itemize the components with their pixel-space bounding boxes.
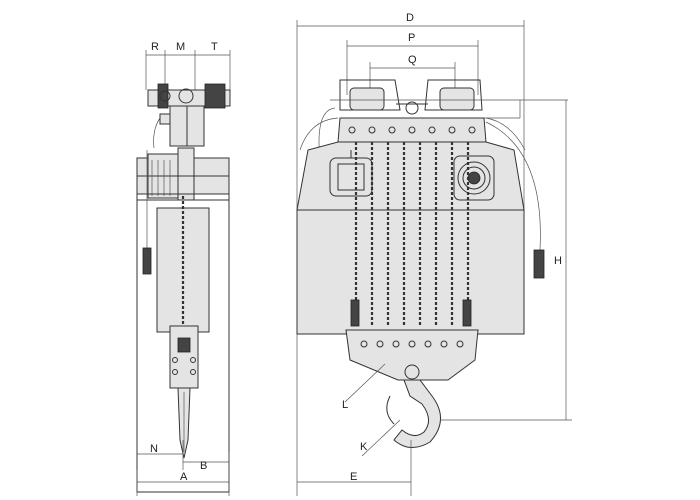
- front-view: D P Q: [296, 12, 572, 496]
- dim-label-M: M: [176, 41, 185, 53]
- front-hook: [386, 379, 441, 448]
- front-trolley: [330, 79, 568, 119]
- side-view: R M T: [136, 41, 231, 496]
- dim-label-N: N: [150, 443, 158, 455]
- front-dimension-E: E: [296, 334, 412, 496]
- front-dimension-H: H: [440, 100, 572, 421]
- dim-label-D: D: [406, 12, 414, 24]
- side-hook-block: [169, 325, 199, 459]
- front-chains: [350, 142, 472, 327]
- front-dimension-K: K: [360, 419, 401, 457]
- front-pendant: [485, 121, 545, 279]
- dim-label-K: K: [360, 441, 368, 453]
- dim-label-E: E: [350, 471, 357, 483]
- dim-label-A: A: [180, 471, 188, 483]
- dim-label-B: B: [200, 460, 207, 472]
- side-motor: [136, 147, 230, 201]
- side-pendant: [142, 150, 152, 275]
- front-dimension-D: D: [296, 12, 525, 210]
- front-lower-block: [345, 329, 479, 381]
- front-dimension-L: L: [342, 363, 386, 411]
- dim-label-Q: Q: [408, 54, 417, 66]
- dim-label-L: L: [342, 399, 348, 411]
- front-gear-right: [453, 155, 495, 201]
- side-bottom-dimensions: N B A: [136, 440, 230, 496]
- dim-label-T: T: [211, 41, 218, 53]
- dim-label-H: H: [554, 255, 562, 267]
- front-dimension-P: P: [346, 32, 479, 95]
- side-trolley: [147, 83, 231, 149]
- side-top-dimensions: R M T: [145, 41, 231, 90]
- dim-label-P: P: [408, 32, 415, 44]
- front-motor-left: [329, 150, 373, 197]
- dim-label-R: R: [151, 41, 159, 53]
